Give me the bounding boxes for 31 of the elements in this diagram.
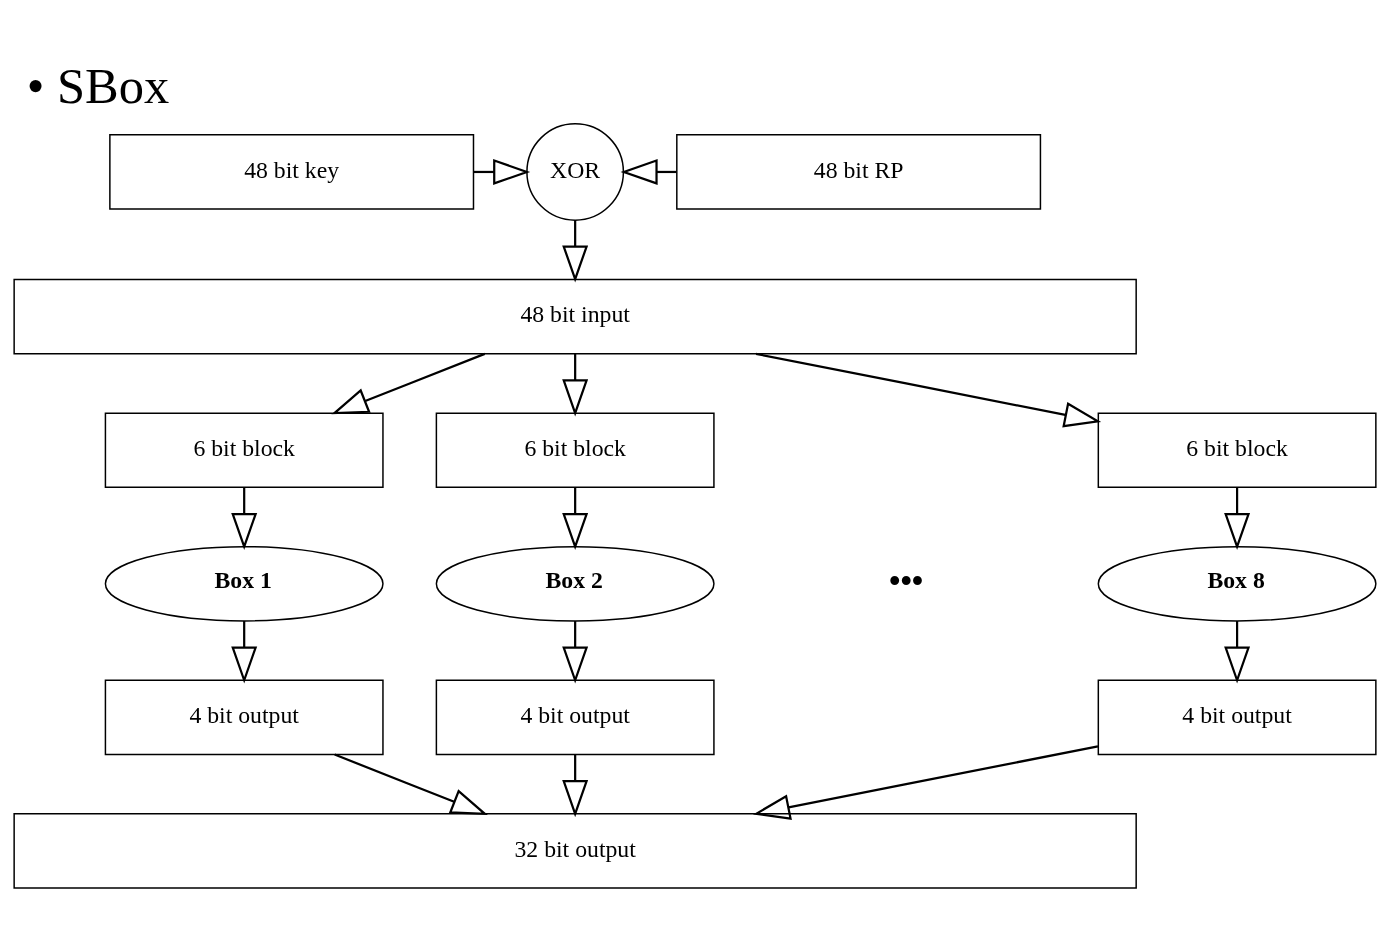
node-box: 6 bit block (435, 412, 715, 489)
node-box: 4 bit output (435, 679, 715, 756)
node-box: 6 bit block (1097, 412, 1377, 489)
arrow (620, 158, 677, 185)
arrow (473, 158, 531, 185)
arrow (753, 745, 1099, 820)
node-box: 32 bit output (13, 813, 1137, 889)
node-box: 48 bit input (13, 278, 1137, 355)
node-box: 4 bit output (1097, 679, 1377, 756)
node-box: 6 bit block (104, 412, 384, 489)
arrow (231, 621, 258, 684)
arrow (562, 754, 589, 818)
arrow (755, 352, 1102, 428)
node-circle: XOR (526, 123, 625, 221)
node-box: 48 bit RP (676, 134, 1042, 210)
arrow (231, 487, 258, 551)
arrow (334, 753, 488, 816)
node-ellipse: Box 2 (435, 545, 715, 622)
node-ellipse: Box 1 (104, 545, 384, 622)
arrow (562, 621, 589, 684)
arrow (1224, 621, 1251, 684)
arrow (1224, 487, 1251, 551)
node-box: 48 bit key (109, 134, 475, 210)
node-box: 4 bit output (104, 679, 384, 756)
node-ellipse: Box 8 (1097, 545, 1377, 622)
arrow (562, 487, 589, 551)
label: ••• (888, 562, 924, 600)
diagram-title: • SBox (26, 58, 170, 115)
arrow (562, 353, 589, 417)
arrow (562, 220, 589, 283)
arrow (331, 352, 486, 415)
